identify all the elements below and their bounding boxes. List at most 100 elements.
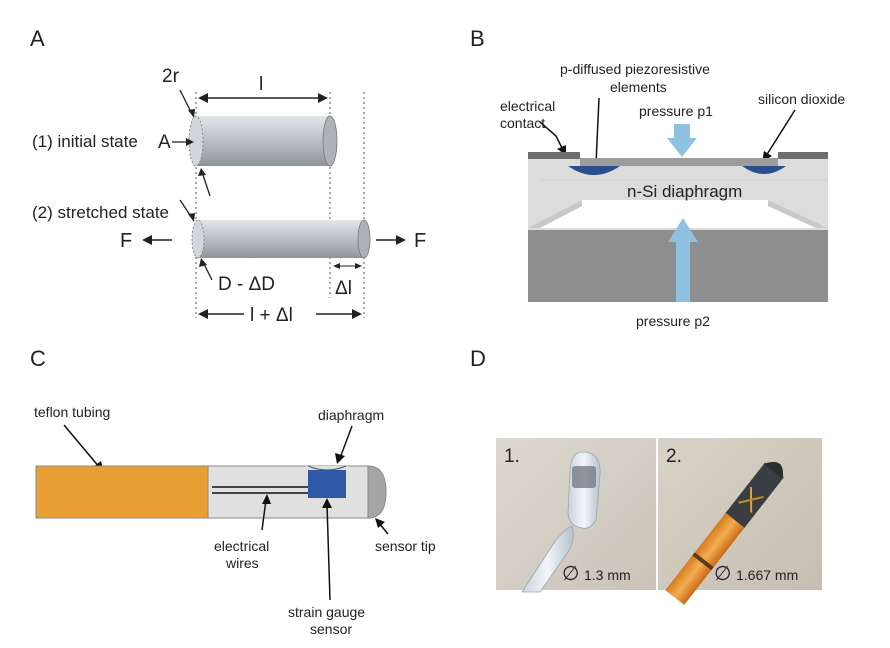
arrow-diameter-change-head (199, 258, 207, 267)
force-left-arrow-head (142, 235, 152, 245)
photo-2-wire-b (738, 495, 764, 504)
sensor-tip-shape (367, 465, 387, 519)
label-initial-state: (1) initial state (32, 132, 138, 151)
label-electrical-line2: contact (500, 115, 545, 131)
length-arrow-right-head (318, 93, 328, 103)
metal-contact-left (528, 152, 568, 159)
photo-2-band (692, 552, 714, 571)
teflon-tubing-section (35, 465, 209, 519)
rod-stretched-body (198, 220, 364, 258)
panel-b: B p-diffused piezoresistive elements ele… (470, 26, 845, 329)
label-strain-line1: strain gauge (288, 604, 365, 620)
arrow-electrical (539, 121, 564, 151)
photo-2-orange-tubing (665, 511, 746, 605)
label-pressure-p2: pressure p2 (636, 313, 710, 329)
arrow-2r-head (188, 109, 195, 118)
panel-d: D 1. ∅ 1.3 mm 2. ∅ 1.667 mm (470, 346, 822, 605)
wafer-base-left (528, 230, 676, 302)
photo-2-catheter (665, 461, 784, 605)
label-piezo-line2: elements (610, 79, 667, 95)
arrow-catheter-diaphragm (339, 425, 353, 459)
photo-1-size: 1.3 mm (584, 567, 631, 583)
photo-2-number: 2. (666, 446, 682, 467)
arrow-teflon (63, 424, 101, 469)
arrow-area-head (186, 138, 194, 146)
label-stretched-state: (2) stretched state (32, 203, 169, 222)
label-length: l (259, 74, 263, 95)
rod-stretched (191, 219, 371, 259)
catheter-sensor (35, 465, 387, 519)
panel-c-letter: C (30, 346, 46, 371)
piezoresistor-right (742, 166, 786, 174)
arrow-pressure-p2-head (668, 218, 698, 242)
panel-a-letter: A (30, 26, 45, 51)
arrow-catheter-diaphragm-head (335, 453, 345, 464)
label-electrical-line1: electrical (500, 98, 555, 114)
oxide-top-layer (580, 158, 778, 166)
delta-l-arrow-right-head (355, 263, 362, 269)
panel-a: A 2r l (1) initial state A (2) stretched… (30, 26, 426, 326)
photo-2-size: 1.667 mm (736, 567, 798, 583)
label-2r: 2r (162, 66, 180, 87)
label-diaphragm: n-Si diaphragm (627, 182, 742, 201)
arrow-wires (261, 499, 267, 531)
label-sensor-tip: sensor tip (375, 538, 436, 554)
photo-1-number: 1. (504, 446, 520, 467)
label-strain-line2: sensor (310, 621, 352, 637)
label-catheter-diaphragm: diaphragm (318, 407, 384, 423)
label-wires-line1: electrical (214, 538, 269, 554)
panel-b-letter: B (470, 26, 485, 51)
label-pressure-p1: pressure p1 (639, 103, 713, 119)
arrow-strain-gauge (326, 503, 331, 601)
metal-contact-right (778, 152, 828, 159)
rod-initial-end-cap (322, 115, 338, 167)
wafer-cavity-edge-right (768, 200, 828, 228)
label-force-right: F (414, 230, 426, 252)
arrow-pressure-p1 (667, 124, 697, 157)
photo-1-diameter-icon: ∅ (562, 563, 579, 585)
force-right-arrow-head (396, 235, 406, 245)
panel-d-letter: D (470, 346, 486, 371)
arrow-strain-gauge-head (322, 498, 332, 508)
label-piezo-line1: p-diffused piezoresistive (560, 61, 710, 77)
metal-contact-left-step (568, 152, 580, 159)
photo-1-catheter-body (521, 525, 574, 593)
photo-2-sensor-cap (763, 461, 784, 479)
photo-catheter-2: 2. ∅ 1.667 mm (658, 438, 822, 605)
rod-stretched-start-cap (191, 219, 205, 259)
wafer-etched-cavity (528, 200, 828, 228)
photo-1-sensor-head (567, 451, 601, 529)
length-arrow-left-head (198, 93, 208, 103)
rod-initial-start-cap (188, 115, 204, 167)
photo-2-diameter-icon: ∅ (714, 563, 731, 585)
total-length-label-bg (244, 302, 316, 324)
wafer-cavity-edge-left (528, 200, 582, 228)
photo-2-sensor-body (725, 462, 784, 528)
piezoresistor-left (568, 166, 620, 175)
arrow-initial-diameter (201, 171, 211, 197)
label-diameter-change: D - ΔD (218, 274, 275, 295)
photo-1-sensor-window (572, 466, 596, 488)
photo-catheter-1: 1. ∅ 1.3 mm (496, 438, 656, 593)
arrow-initial-diameter-head (198, 168, 206, 176)
rod-stretched-end-cap (357, 219, 371, 259)
wafer-base-right (690, 230, 828, 302)
wafer-cross-section (528, 152, 828, 302)
label-force-left: F (120, 230, 132, 252)
arrow-wires-head (262, 494, 271, 504)
rod-initial (188, 115, 338, 167)
total-length-arrow-left-head (198, 309, 208, 319)
arrow-stretched-head (188, 213, 195, 222)
arrow-piezo (595, 97, 600, 165)
label-area: A (158, 132, 171, 153)
label-teflon-tubing: teflon tubing (34, 404, 110, 420)
arrow-pressure-p2-shaft (676, 240, 690, 302)
arrow-sensor-tip-head (375, 518, 385, 528)
arrow-silicon-dioxide (765, 109, 796, 157)
label-wires-line2: wires (225, 555, 259, 571)
panel-c: C teflon tubing diaphragm electrical wir… (30, 346, 436, 637)
delta-l-arrow-left-head (333, 263, 340, 269)
total-length-arrow-right-head (352, 309, 362, 319)
strain-gauge-element (308, 470, 346, 498)
